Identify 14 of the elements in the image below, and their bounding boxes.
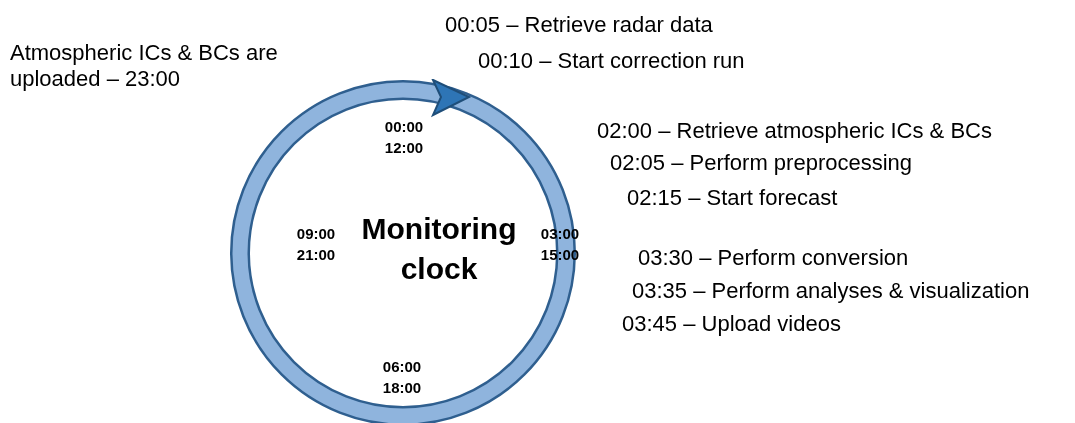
hour-label: 03:00 15:00 [539,224,581,265]
clock-title: Monitoring clock [360,211,518,287]
note-text: Atmospheric ICs & BCs are uploaded – 23:00 [10,40,279,92]
schedule-entry: 00:05 – Retrieve radar data [445,12,713,38]
schedule-entry: 02:00 – Retrieve atmospheric ICs & BCs [597,118,992,144]
schedule-entry: 03:35 – Perform analyses & visualization [632,278,1030,304]
hour-label: 09:00 21:00 [295,224,337,265]
schedule-entry: 02:15 – Start forecast [627,185,838,211]
schedule-entry: 03:45 – Upload videos [622,311,841,337]
schedule-entry: 02:05 – Perform preprocessing [610,150,913,176]
hour-label: 00:00 12:00 [383,117,425,158]
schedule-entry: 00:10 – Start correction run [478,48,745,74]
schedule-entry: 03:30 – Perform conversion [638,245,909,271]
hour-label: 06:00 18:00 [381,357,423,398]
